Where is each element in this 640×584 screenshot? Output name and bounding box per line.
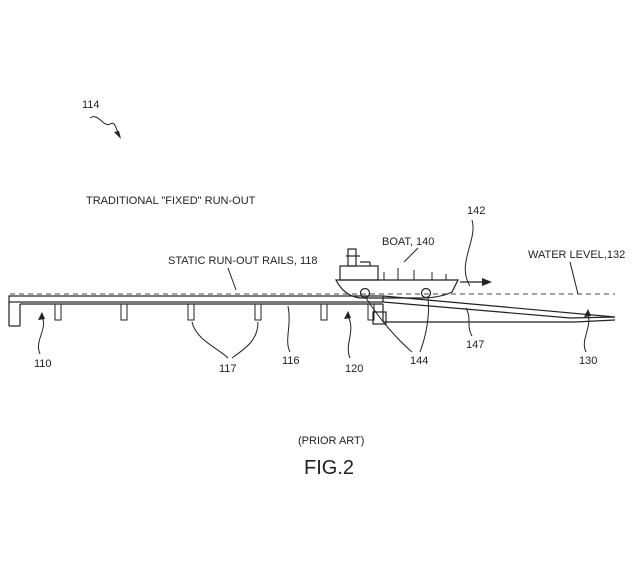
- ref-144-leader-right: [419, 297, 429, 353]
- boat-label: BOAT, 140: [382, 236, 434, 248]
- ref-130-leader: [583, 313, 590, 353]
- rails-label: STATIC RUN-OUT RAILS, 118: [168, 255, 318, 267]
- rails-leader: [227, 267, 237, 291]
- ref-117-leader-right: [231, 321, 259, 359]
- ref-147-leader: [465, 307, 473, 337]
- ref-144-leader-left: [365, 297, 413, 353]
- motion-arrowhead: [482, 278, 492, 286]
- boat: [335, 248, 459, 299]
- winch-block: [372, 311, 387, 325]
- ref-130-label: 130: [579, 355, 597, 367]
- water-level-label: WATER LEVEL,132: [528, 249, 625, 261]
- figure-title: TRADITIONAL "FIXED" RUN-OUT: [86, 195, 256, 207]
- ref-116-label: 116: [282, 355, 300, 367]
- ref-142-leader: [464, 219, 474, 287]
- ref-142-label: 142: [467, 205, 485, 217]
- ref-120-label: 120: [345, 363, 363, 375]
- ref-147-label: 147: [466, 339, 484, 351]
- ref-117-label: 117: [219, 363, 237, 375]
- ref-116-leader: [287, 305, 291, 353]
- ref-114-leader: [89, 116, 121, 137]
- rail-structure: [8, 295, 616, 327]
- figure-number: FIG.2: [304, 457, 354, 479]
- ref-120-leader: [347, 315, 352, 359]
- ref-130-arrowhead: [584, 309, 591, 317]
- ref-144-label: 144: [410, 355, 428, 367]
- support-posts: [54, 303, 375, 321]
- boat-leader: [403, 247, 419, 263]
- ref-114-arrowhead: [114, 131, 121, 139]
- ref-110-arrowhead: [38, 312, 45, 320]
- prior-art-caption: (PRIOR ART): [298, 435, 364, 447]
- ref-120-arrowhead: [344, 311, 351, 319]
- ref-110-label: 110: [34, 358, 52, 370]
- water-level-leader: [569, 261, 579, 295]
- ref-110-leader: [38, 315, 44, 355]
- ref-117-leader-left: [191, 321, 229, 359]
- ref-114-label: 114: [82, 99, 100, 111]
